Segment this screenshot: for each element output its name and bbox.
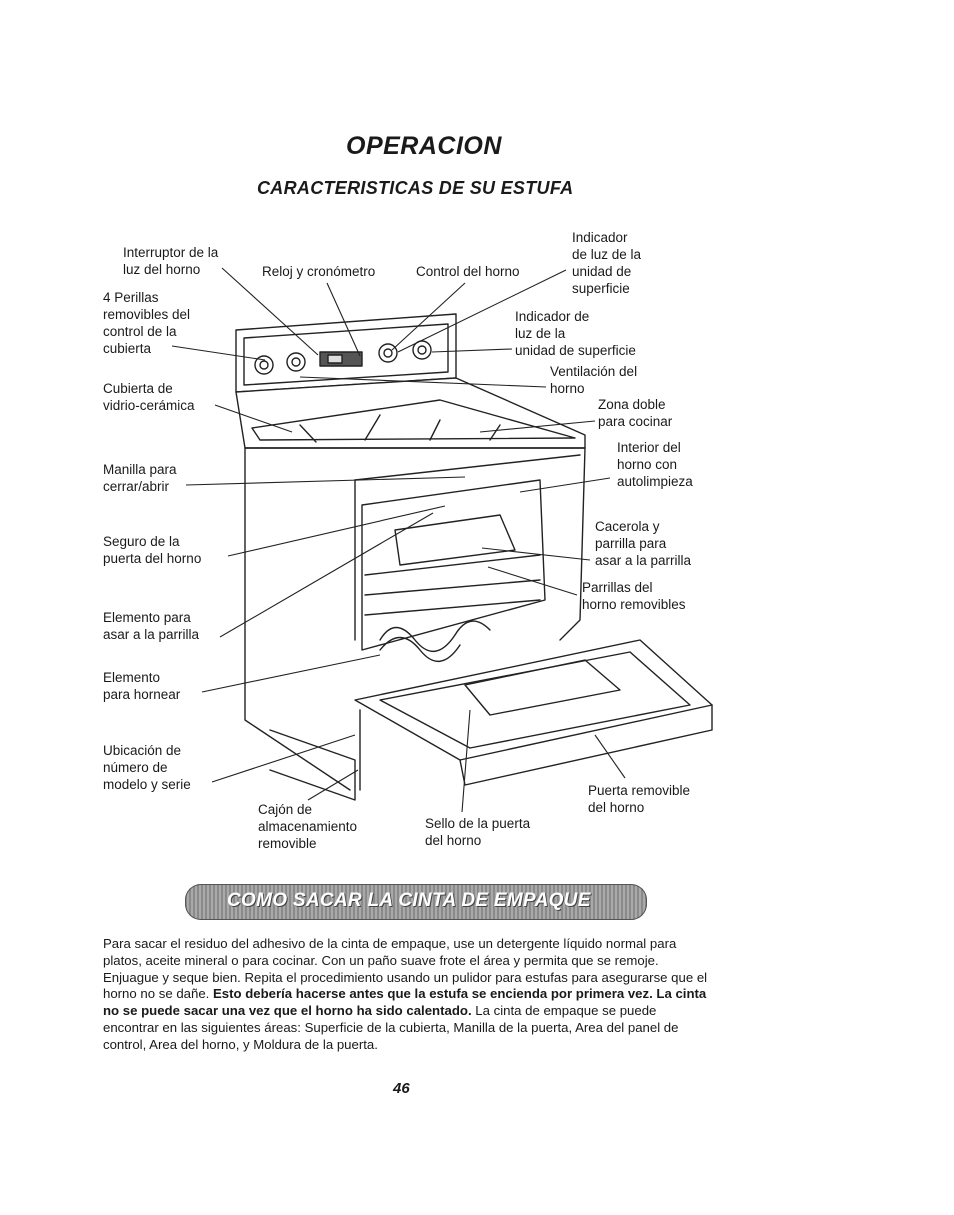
section-banner-text: COMO SACAR LA CINTA DE EMPAQUE	[227, 890, 591, 911]
page-title: OPERACION	[346, 132, 502, 160]
instructions-part-1: Para sacar el residuo del adhesivo de la…	[103, 936, 708, 1002]
label-light-switch: Interruptor de la luz del horno	[123, 245, 219, 277]
label-door-handle: Manilla para cerrar/abrir	[103, 462, 177, 494]
label-self-clean-interior: Interior del horno con autolimpieza	[617, 440, 693, 489]
label-dual-cooking-zone: Zona doble para cocinar	[598, 397, 673, 429]
label-storage-drawer: Cajón de almacenamiento removible	[258, 802, 358, 851]
label-door-lock: Seguro de la puerta del horno	[103, 534, 202, 566]
label-oven-racks: Parrillas del horno removibles	[582, 580, 686, 612]
instructions-warning: Esto debería hacerse antes que la estufa…	[103, 986, 707, 1019]
section-banner: COMO SACAR LA CINTA DE EMPAQUE	[185, 884, 647, 920]
label-broil-pan: Cacerola y parrilla para asar a la parri…	[595, 519, 692, 568]
packing-tape-instructions: Para sacar el residuo del adhesivo de la…	[103, 936, 713, 1054]
label-clock-timer: Reloj y cronómetro	[262, 264, 376, 279]
label-glass-ceramic-top: Cubierta de vidrio-cerámica	[103, 381, 195, 413]
label-door-seal: Sello de la puerta del horno	[425, 816, 531, 848]
label-removable-knobs: 4 Perillas removibles del control de la …	[103, 290, 191, 356]
range-diagram	[171, 267, 713, 813]
label-surface-light-indicator: Indicador de luz de la unidad de superfi…	[515, 309, 636, 358]
label-oven-vent: Ventilación del horno	[550, 364, 638, 396]
label-model-serial-location: Ubicación de número de modelo y serie	[103, 743, 191, 792]
label-bake-element: Elemento para hornear	[103, 670, 181, 702]
label-element-light-indicator: Indicador de luz de la unidad de superfi…	[572, 230, 642, 296]
instructions-part-2: La cinta de empaque se puede encontrar e…	[103, 1003, 679, 1052]
label-oven-control: Control del horno	[416, 264, 520, 279]
label-removable-door: Puerta removible del horno	[588, 783, 691, 815]
label-broil-element: Elemento para asar a la parrilla	[103, 610, 200, 642]
page-subtitle: CARACTERISTICAS DE SU ESTUFA	[257, 178, 574, 198]
page-number: 46	[393, 1080, 410, 1097]
